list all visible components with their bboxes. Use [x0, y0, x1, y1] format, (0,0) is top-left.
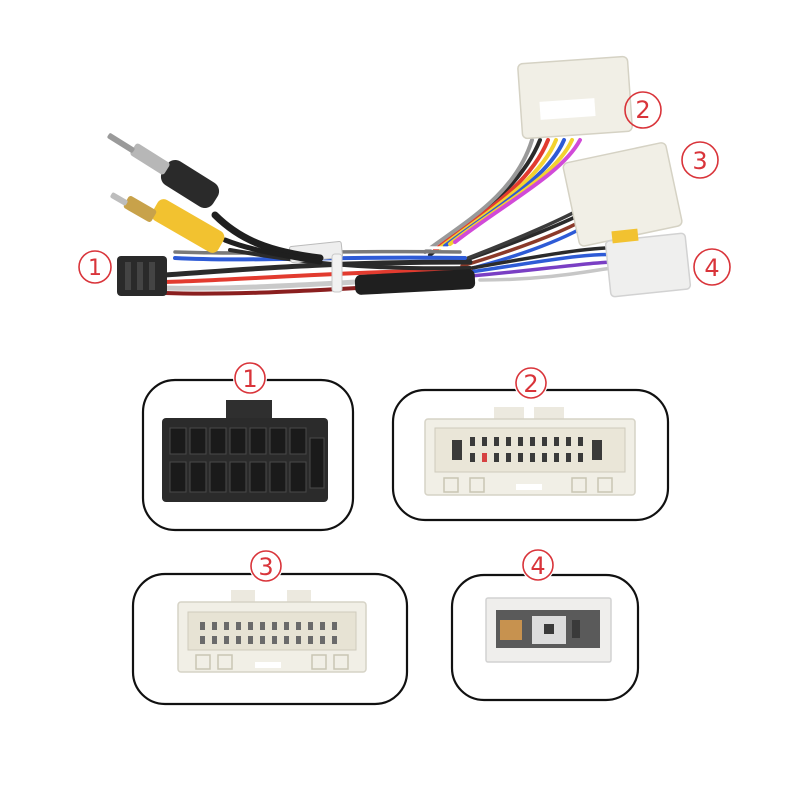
connector-2-panel: 2	[391, 366, 670, 522]
wires-to-connector-2	[423, 138, 588, 257]
harness-label-3: 3	[681, 141, 719, 179]
panel-2-number: 2	[523, 370, 538, 398]
connector-2-harness	[517, 55, 633, 140]
harness-illustration: 1 2 3 4	[78, 55, 731, 298]
connector-4-panel: 4	[450, 548, 640, 702]
connector-1-panel: 1	[141, 361, 355, 532]
harness-label-2: 2	[624, 91, 662, 129]
rca-video-plug	[110, 192, 323, 265]
panel-1-number: 1	[242, 365, 257, 393]
panel-3-number: 3	[258, 553, 273, 581]
svg-text:2: 2	[635, 96, 650, 124]
harness-label-1: 1	[78, 250, 112, 284]
svg-text:4: 4	[704, 254, 719, 282]
connector-1-harness	[117, 256, 167, 296]
svg-text:1: 1	[88, 256, 102, 281]
antenna-plug	[107, 133, 324, 262]
wires-to-connector-4	[468, 245, 626, 282]
panel-4-number: 4	[530, 552, 545, 580]
harness-label-4: 4	[693, 248, 731, 286]
connector-3-panel: 3	[131, 549, 409, 706]
cable-tie	[331, 253, 343, 293]
connector-4-harness	[604, 228, 692, 298]
svg-text:3: 3	[692, 147, 707, 175]
inline-tube	[354, 269, 476, 295]
